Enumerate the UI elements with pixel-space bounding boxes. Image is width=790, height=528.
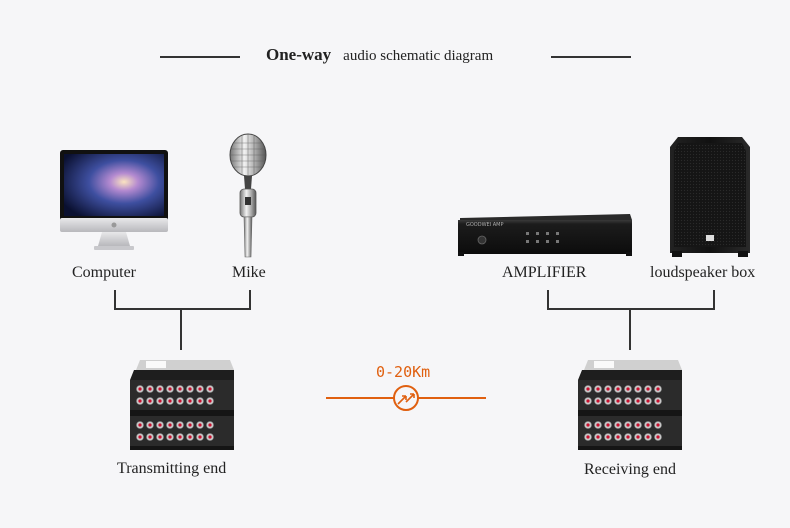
left-drop-line: [180, 308, 182, 350]
title-bold: One-way: [266, 45, 332, 64]
header-right-rule: [551, 56, 631, 58]
transmitting-end-label: Transmitting end: [117, 460, 227, 477]
computer-icon: [60, 150, 168, 250]
amplifier-brand: GOODWEI AMP: [466, 222, 504, 228]
amplifier-connector: [547, 290, 549, 309]
amplifier-icon: GOODWEI AMP: [458, 214, 632, 256]
page-title: One-way audio schematic diagram: [266, 45, 493, 65]
right-join-line: [547, 308, 715, 310]
left-join-line: [114, 308, 251, 310]
title-rest: audio schematic diagram: [343, 48, 494, 64]
mike-label: Mike: [232, 264, 266, 281]
amplifier-label: AMPLIFIER: [502, 264, 587, 281]
transmitter-icon: [130, 360, 234, 450]
speaker-label: loudspeaker box: [650, 264, 756, 281]
receiving-end-label: Receiving end: [584, 461, 676, 478]
microphone-icon: [229, 133, 267, 258]
header-left-rule: [160, 56, 240, 58]
speaker-connector: [713, 290, 715, 309]
mike-connector: [249, 290, 251, 309]
right-drop-line: [629, 308, 631, 350]
receiver-icon: [578, 360, 682, 450]
computer-label: Computer: [72, 264, 136, 281]
loudspeaker-icon: [670, 137, 750, 257]
fiber-link: [326, 385, 486, 411]
distance-label: 0-20Km: [376, 363, 431, 381]
computer-connector: [114, 290, 116, 309]
